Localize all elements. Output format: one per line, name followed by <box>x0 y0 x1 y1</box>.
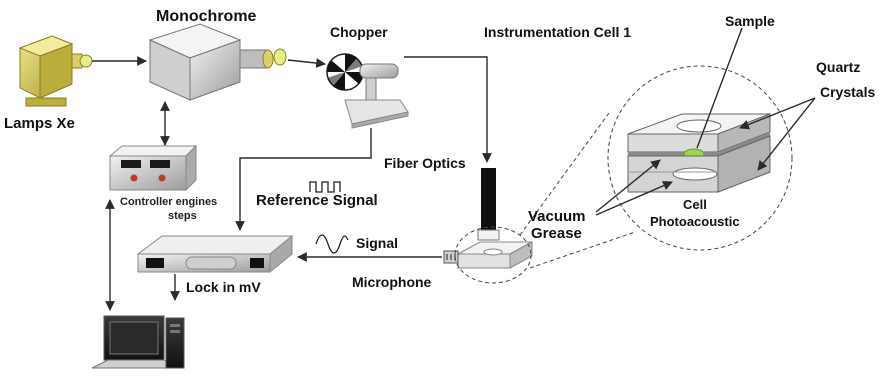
grease-label: Grease <box>531 225 582 242</box>
small-zoom-circle <box>454 226 532 284</box>
large-zoom-circle <box>607 65 793 251</box>
quartz-label: Quartz <box>816 59 860 75</box>
monochrome-label: Monochrome <box>156 8 257 25</box>
photoacoustic-cell-detail <box>627 113 771 193</box>
sample-label: Sample <box>725 13 775 29</box>
reference-signal-label: Reference Signal <box>256 192 378 209</box>
controller-label-line2: steps <box>168 210 197 222</box>
photoacoustic-label: Photoacoustic <box>650 214 740 229</box>
instrumentation-cell-label: Instrumentation Cell 1 <box>484 24 631 40</box>
chopper-to-fiber-arrow <box>404 56 492 163</box>
connection-lines <box>92 27 816 311</box>
monochromator-icon <box>148 23 287 101</box>
crystals-label: Crystals <box>820 84 875 100</box>
lamps-label: Lamps Xe <box>4 115 75 132</box>
grease-pointer-top <box>595 159 661 213</box>
controller-label-line1: Controller engines <box>120 196 217 208</box>
lockin-label: Lock in mV <box>186 279 261 295</box>
quartz-pointer-top <box>739 97 816 130</box>
small-cell-icon <box>443 241 533 269</box>
grease-pointer-bottom <box>595 181 673 216</box>
zoom-connector-bottom <box>529 231 636 269</box>
microphone-label: Microphone <box>352 274 432 290</box>
monochrome-to-chopper-arrow <box>287 58 326 68</box>
reference-signal-line <box>235 128 372 231</box>
chopper-label: Chopper <box>330 24 388 40</box>
fiber-optics-icon <box>477 168 500 241</box>
xe-lamp-icon <box>18 35 93 107</box>
sine-wave-icon <box>315 234 349 254</box>
controller-icon <box>108 144 198 192</box>
square-wave-icon <box>309 181 341 193</box>
vacuum-label: Vacuum <box>528 208 586 225</box>
sample-pointer <box>696 27 743 149</box>
fiber-optics-label: Fiber Optics <box>384 155 466 171</box>
computer-icon <box>91 315 185 369</box>
chopper-icon <box>326 53 409 129</box>
cell-label: Cell <box>683 197 707 212</box>
signal-label: Signal <box>356 235 398 251</box>
lockin-amplifier-icon <box>136 234 294 274</box>
quartz-pointer-bottom <box>757 97 816 171</box>
